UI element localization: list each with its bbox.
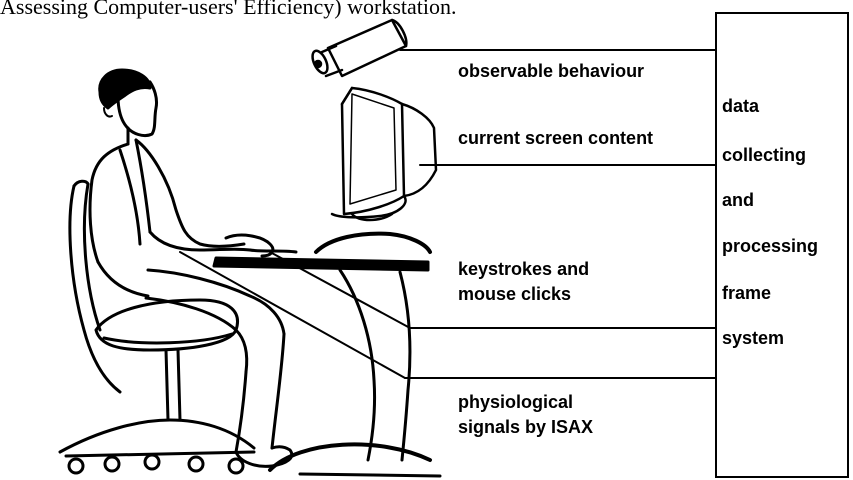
frame-word-system: system — [722, 328, 784, 349]
label-physiological-line2: signals by ISAX — [458, 415, 593, 440]
frame-word-processing: processing — [722, 236, 818, 257]
frame-word-and: and — [722, 190, 754, 211]
label-physiological-signals: physiological signals by ISAX — [458, 390, 593, 440]
frame-word-data: data — [722, 96, 759, 117]
frame-word-collecting: collecting — [722, 145, 806, 166]
label-observable-behaviour: observable behaviour — [458, 59, 644, 84]
video-camera-icon — [309, 20, 406, 76]
label-current-screen-content: current screen content — [458, 126, 653, 151]
label-physiological-line1: physiological — [458, 390, 593, 415]
label-keystrokes-and-mouse-clicks: keystrokes and mouse clicks — [458, 257, 589, 307]
connector-lines — [180, 50, 715, 378]
frame-word-frame: frame — [722, 283, 771, 304]
label-keystrokes-line2: mouse clicks — [458, 282, 589, 307]
crt-monitor-icon — [332, 88, 436, 220]
label-keystrokes-line1: keystrokes and — [458, 257, 589, 282]
